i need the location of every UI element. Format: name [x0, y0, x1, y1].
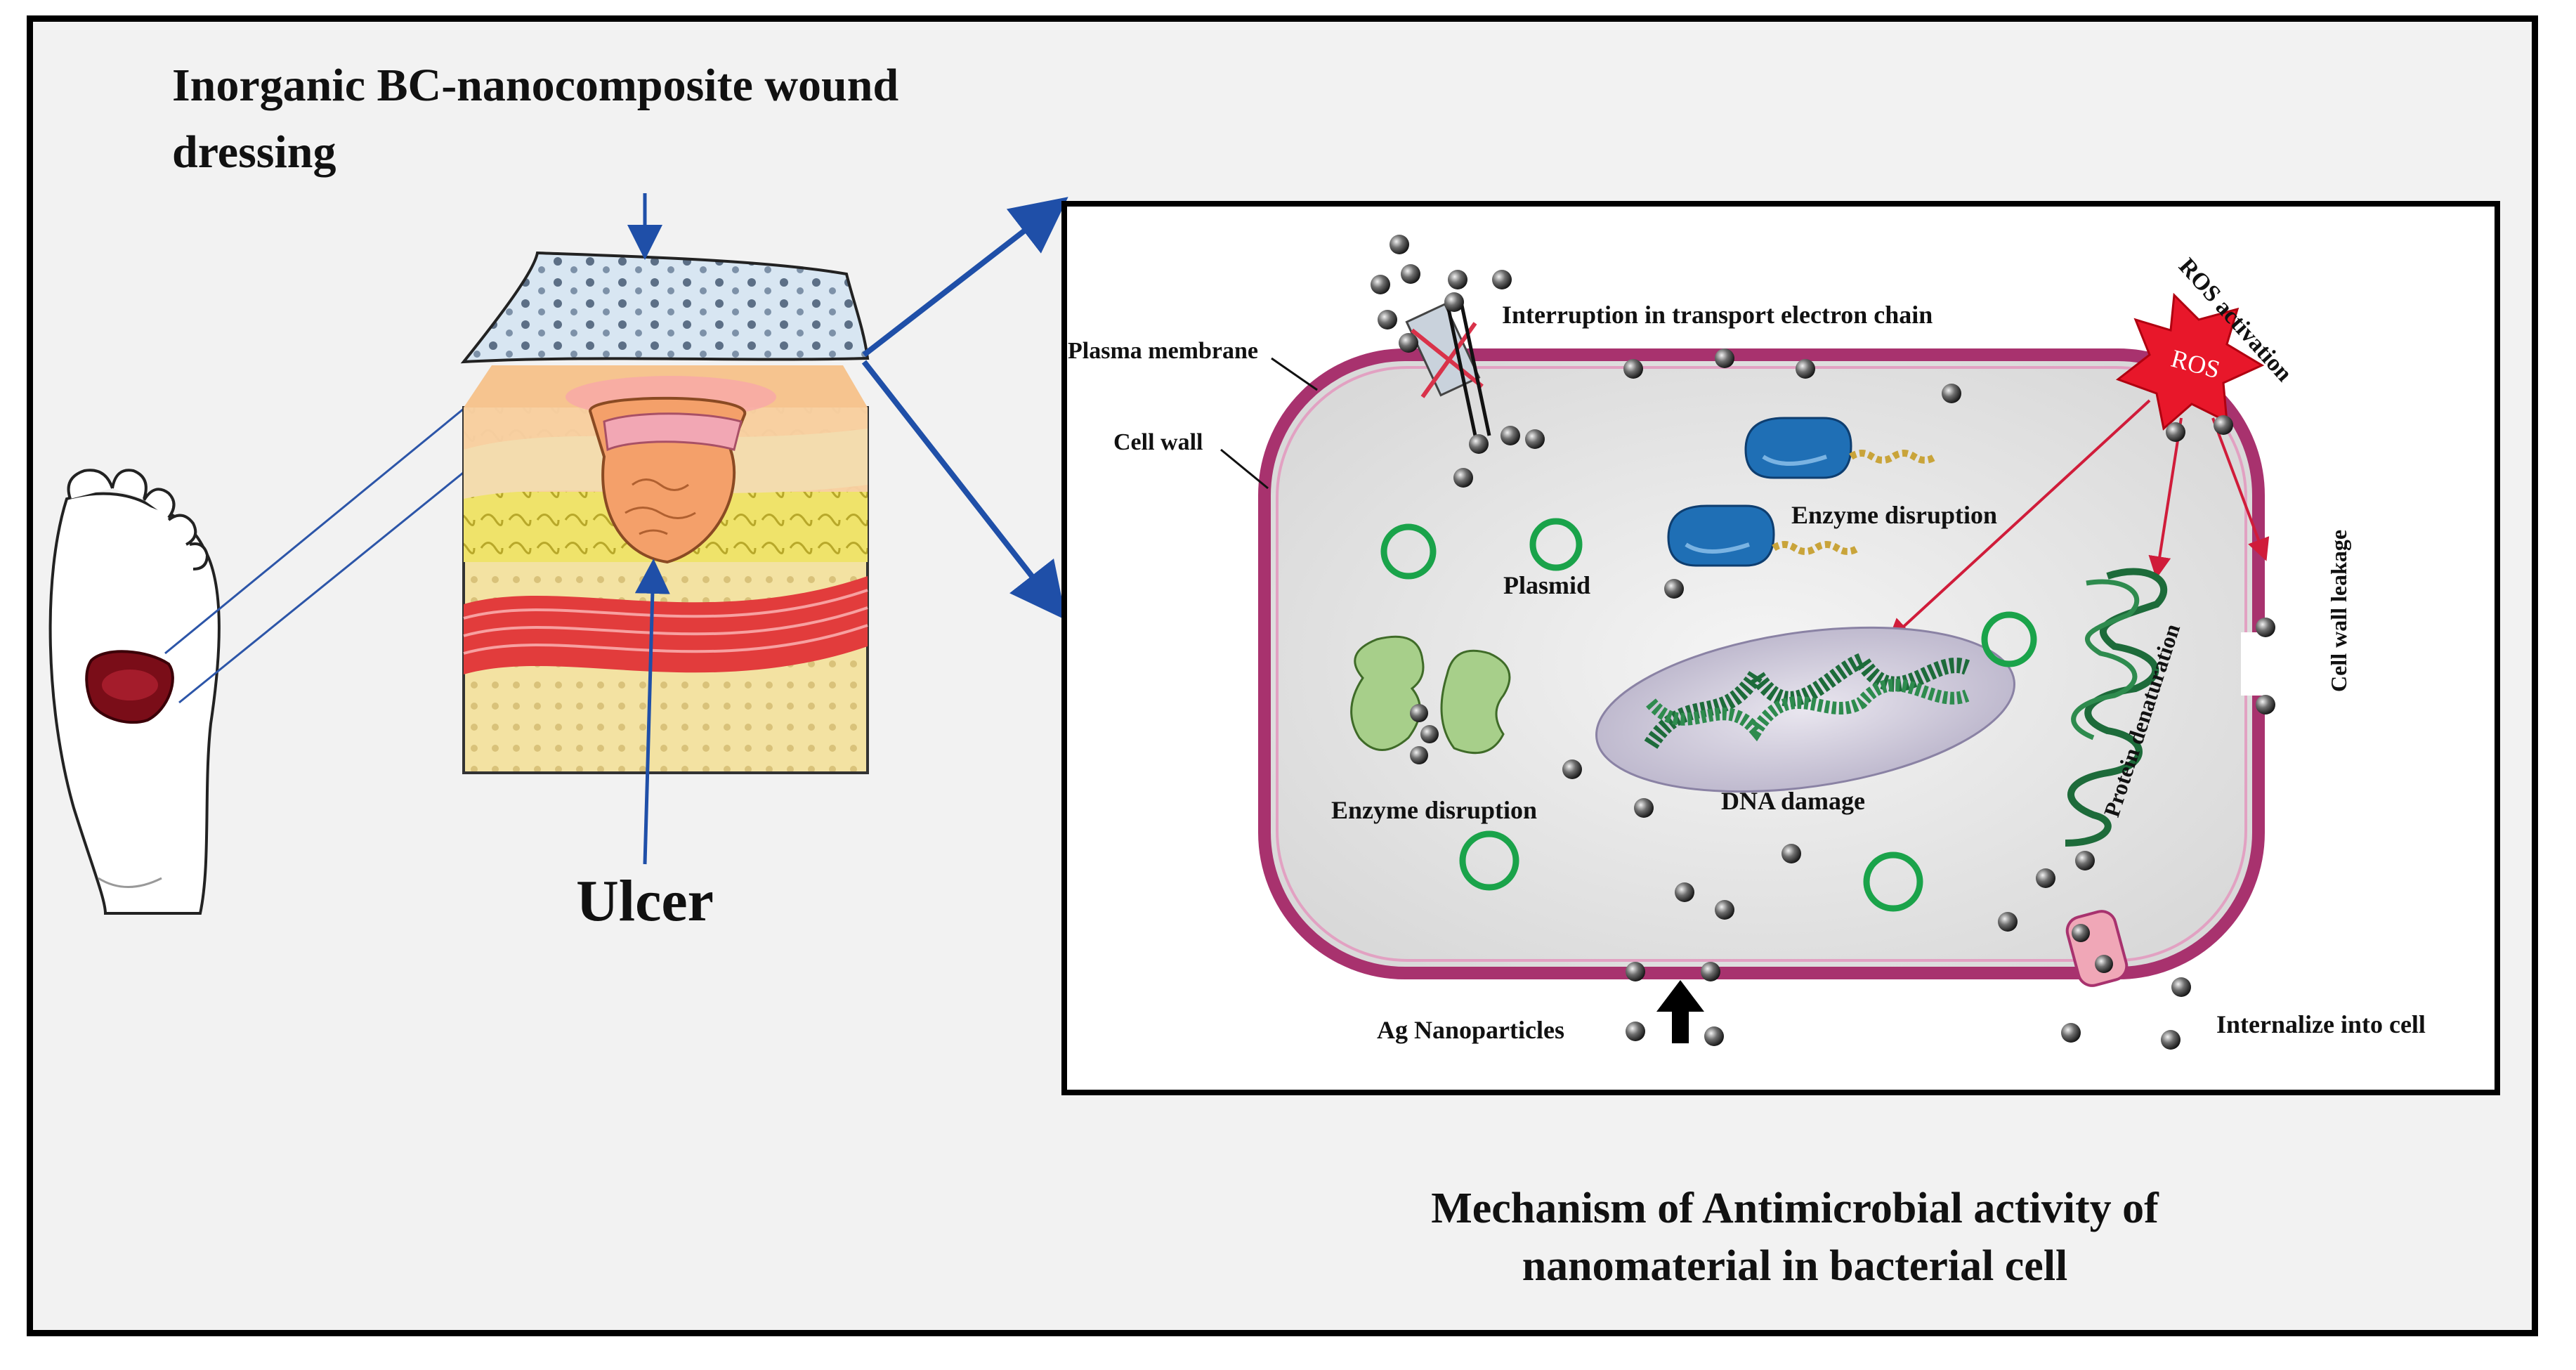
- label-plasmid: Plasmid: [1503, 571, 1590, 599]
- entry-arrow: [1656, 980, 1704, 1043]
- label-cell-wall-leakage: Cell wall leakage: [2326, 530, 2351, 692]
- plasmid-1: [1380, 523, 1437, 580]
- label-ag-nanoparticles: Ag Nanoparticles: [1377, 1016, 1564, 1044]
- label-dna-damage: DNA damage: [1721, 787, 1865, 815]
- enzyme-blue-1: [1744, 417, 1937, 479]
- plasmid-4: [1459, 830, 1519, 891]
- title-line-1: Inorganic BC-nanocomposite wound: [172, 60, 898, 111]
- plasmid-3: [1981, 611, 2037, 667]
- enzyme-blue-2: [1667, 504, 1860, 567]
- label-enzyme-disruption-top: Enzyme disruption: [1791, 501, 1997, 529]
- label-cell-wall: Cell wall: [1113, 429, 1203, 455]
- protein-coil: [2065, 568, 2168, 847]
- label-transport-chain: Interruption in transport electron chain: [1502, 301, 1933, 329]
- label-enzyme-disruption-left: Enzyme disruption: [1331, 796, 1537, 824]
- transport-channel: [1405, 301, 1491, 436]
- foot-illustration: [48, 469, 221, 915]
- ag-nanoparticles: [1371, 235, 2275, 1050]
- caption-line-2: nanomaterial in bacterial cell: [1522, 1242, 2068, 1290]
- label-internalize: Internalize into cell: [2216, 1010, 2426, 1038]
- title-line-2: dressing: [172, 126, 336, 178]
- dna-nucleoid: [1595, 626, 2015, 793]
- plasmid-5: [1863, 852, 1923, 912]
- wound-dressing-mesh: [460, 251, 870, 364]
- plasmid-2: [1529, 518, 1583, 571]
- label-plasma-membrane: Plasma membrane: [1068, 338, 1258, 364]
- ulcer-label: Ulcer: [576, 868, 714, 934]
- ros-star: ROS: [2115, 292, 2265, 431]
- caption-line-1: Mechanism of Antimicrobial activity of: [1431, 1185, 2159, 1232]
- enzyme-green: [1350, 635, 1511, 755]
- tissue-cross-section: [462, 365, 869, 774]
